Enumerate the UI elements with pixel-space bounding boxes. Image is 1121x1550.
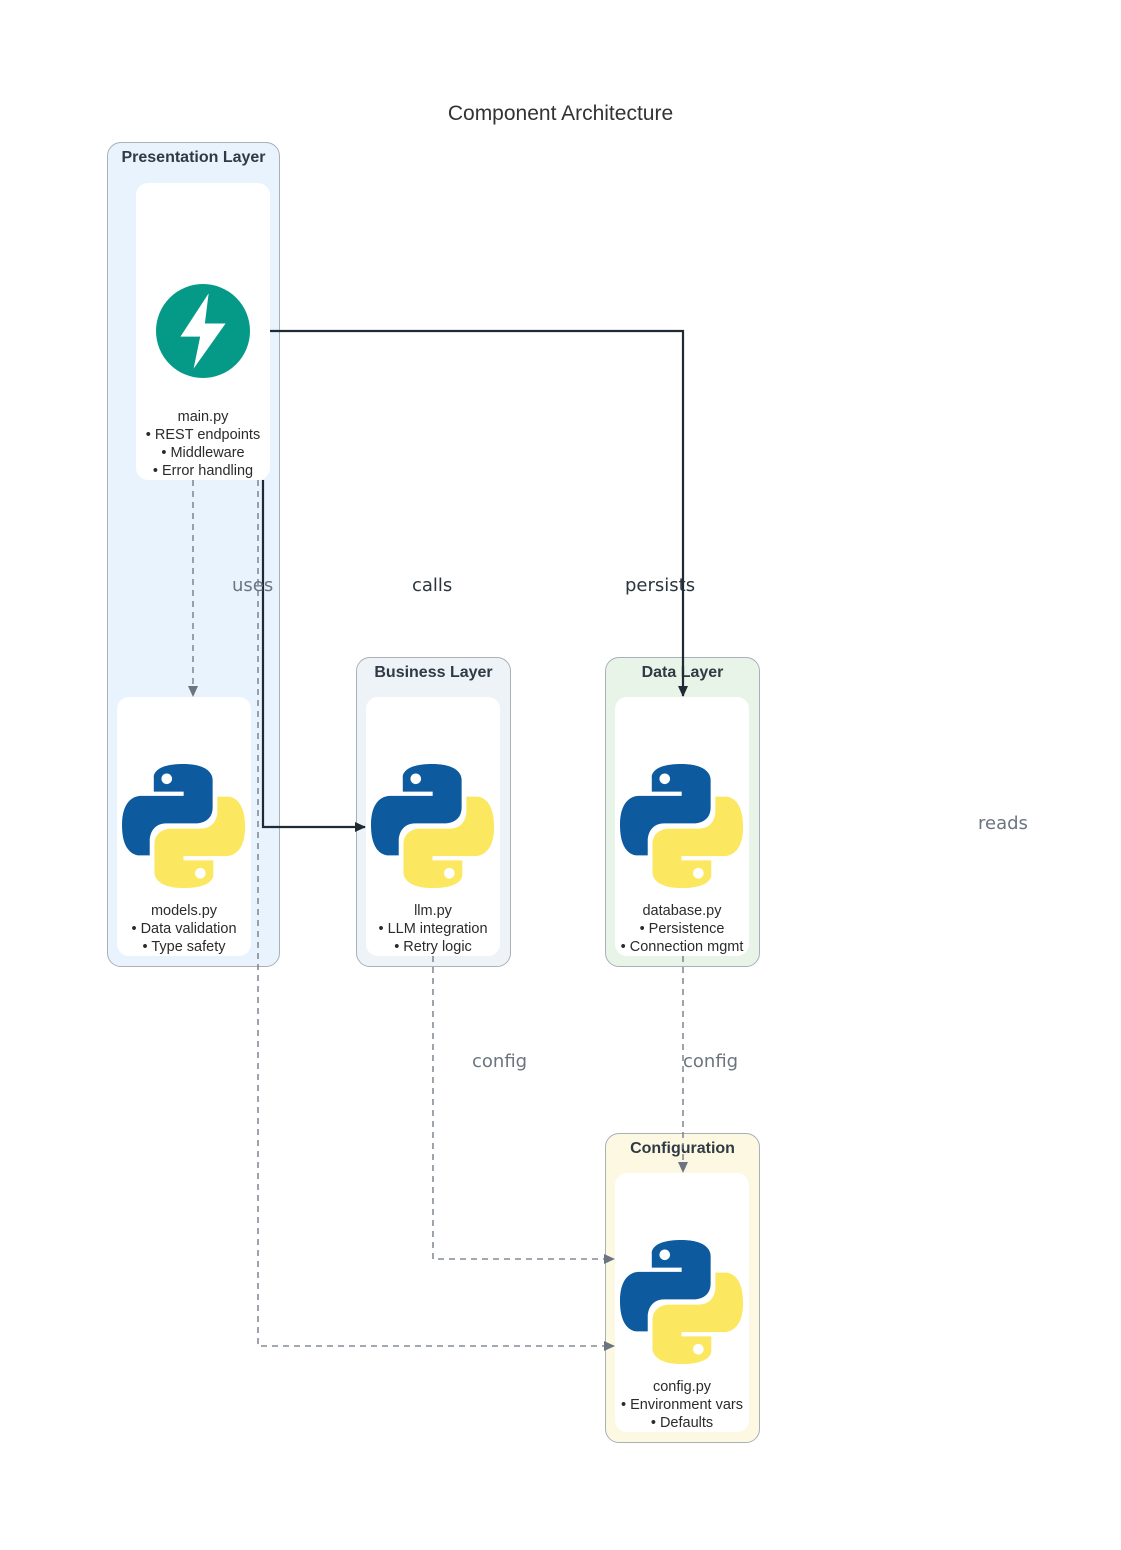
file-name: main.py <box>177 409 229 425</box>
file-name: database.py <box>642 903 722 919</box>
models-py-node[interactable]: models.py • Data validation • Type safet… <box>117 697 251 956</box>
feature-item: • Connection mgmt <box>620 939 744 955</box>
feature-item: • Environment vars <box>621 1397 743 1413</box>
feature-item: • Retry logic <box>394 939 472 955</box>
feature-item: • Type safety <box>142 939 226 955</box>
llm-py-node[interactable]: llm.py • LLM integration • Retry logic <box>366 697 500 956</box>
diagram-title: Component Architecture <box>447 102 674 125</box>
feature-item: • REST endpoints <box>145 427 261 443</box>
feature-item: • Error handling <box>152 463 254 479</box>
node-label: models.py • Data validation • Type safet… <box>97 902 271 956</box>
edge-label-config-db: config <box>683 1051 739 1072</box>
node-label: llm.py • LLM integration • Retry logic <box>346 902 520 956</box>
edge-label-reads: reads <box>978 813 1028 834</box>
edge-label-config-llm: config <box>472 1051 528 1072</box>
node-label: main.py • REST endpoints • Middleware • … <box>116 408 290 480</box>
file-name: config.py <box>652 1379 712 1395</box>
feature-item: • Middleware <box>161 445 245 461</box>
edge-label-calls: calls <box>412 575 453 596</box>
edge-calls <box>261 480 366 832</box>
feature-item: • LLM integration <box>378 921 488 937</box>
feature-item: • Defaults <box>650 1415 714 1431</box>
file-name: llm.py <box>414 903 452 919</box>
edge-persists <box>270 329 688 697</box>
cluster-title: Business Layer <box>374 664 493 681</box>
main-py-node[interactable]: main.py • REST endpoints • Middleware • … <box>136 183 270 480</box>
feature-item: • Persistence <box>639 921 725 937</box>
node-label: config.py • Environment vars • Defaults <box>595 1378 769 1432</box>
fastapi-icon <box>156 284 250 378</box>
file-name: models.py <box>150 903 218 919</box>
edge-label-persists: persists <box>625 575 696 596</box>
edge-config-llm <box>432 956 615 1264</box>
feature-item: • Data validation <box>131 921 237 937</box>
node-label: database.py • Persistence • Connection m… <box>595 902 769 956</box>
edge-reads <box>257 480 615 1351</box>
edge-label-uses: uses <box>232 575 274 596</box>
cluster-title: Presentation Layer <box>121 149 266 166</box>
database-py-node[interactable]: database.py • Persistence • Connection m… <box>615 697 749 956</box>
config-py-node[interactable]: config.py • Environment vars • Defaults <box>615 1173 749 1432</box>
